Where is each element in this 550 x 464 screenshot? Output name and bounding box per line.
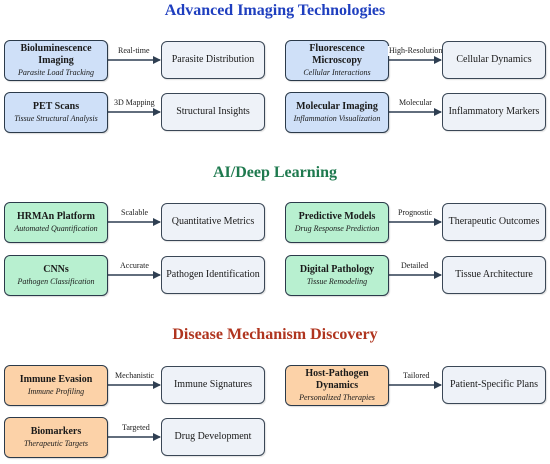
node-subtitle: Tissue Remodeling: [306, 277, 368, 286]
node-molecular-imaging: Molecular Imaging Inflammation Visualiza…: [285, 92, 389, 133]
node-label: Inflammatory Markers: [448, 106, 540, 117]
node-bioluminescence-imaging: Bioluminescence Imaging Parasite Load Tr…: [4, 40, 108, 81]
edge-label-hrman: Scalable: [120, 208, 150, 218]
node-subtitle: Therapeutic Targets: [23, 439, 89, 448]
node-title: Predictive Models: [298, 211, 376, 222]
node-label: Parasite Distribution: [171, 54, 255, 65]
edge-label-cnns: Accurate: [119, 261, 150, 271]
node-title: PET Scans: [32, 101, 80, 112]
node-title: Immune Evasion: [19, 374, 93, 385]
section-title-ai: AI/Deep Learning: [213, 164, 337, 181]
node-therapeutic-outcomes: Therapeutic Outcomes: [442, 203, 546, 241]
node-subtitle: Parasite Load Tracking: [17, 68, 94, 77]
node-inflammatory-markers: Inflammatory Markers: [442, 93, 546, 131]
edge-label-biomarkers: Targeted: [121, 423, 151, 433]
edge-label-immune: Mechanistic: [114, 371, 156, 381]
node-label: Drug Development: [174, 431, 252, 442]
node-subtitle: Automated Quantification: [14, 224, 98, 233]
node-quantitative-metrics: Quantitative Metrics: [161, 203, 265, 241]
node-subtitle: Pathogen Classification: [17, 277, 95, 286]
node-subtitle: Personalized Therapies: [299, 393, 375, 402]
node-label: Cellular Dynamics: [456, 54, 532, 65]
node-title: CNNs: [43, 264, 69, 275]
edge-label-pet: 3D Mapping: [113, 98, 156, 108]
node-digital-pathology: Digital Pathology Tissue Remodeling: [285, 255, 389, 296]
node-label: Immune Signatures: [173, 379, 253, 390]
node-subtitle: Tissue Structural Analysis: [14, 114, 98, 123]
node-label: Patient-Specific Plans: [449, 379, 539, 390]
edge-label-predictive: Prognostic: [397, 208, 434, 218]
node-subtitle: Inflammation Visualization: [293, 114, 381, 123]
node-biomarkers: Biomarkers Therapeutic Targets: [4, 417, 108, 458]
edge-label-molecular: Molecular: [398, 98, 433, 108]
node-label: Pathogen Identification: [166, 269, 260, 280]
node-title: Digital Pathology: [299, 264, 375, 275]
node-label: Therapeutic Outcomes: [448, 216, 540, 227]
node-cellular-dynamics: Cellular Dynamics: [442, 41, 546, 79]
node-hrman-platform: HRMAn Platform Automated Quantification: [4, 202, 108, 243]
node-drug-development: Drug Development: [161, 418, 265, 456]
node-immune-evasion: Immune Evasion Immune Profiling: [4, 365, 108, 406]
node-subtitle: Cellular Interactions: [303, 68, 371, 77]
node-patient-specific-plans: Patient-Specific Plans: [442, 366, 546, 404]
node-subtitle: Drug Response Prediction: [294, 224, 380, 233]
node-pathogen-identification: Pathogen Identification: [161, 256, 265, 294]
node-subtitle: Immune Profiling: [27, 387, 85, 396]
section-title-imaging: Advanced Imaging Technologies: [164, 2, 386, 19]
node-cnns: CNNs Pathogen Classification: [4, 255, 108, 296]
node-title: HRMAn Platform: [16, 211, 96, 222]
edge-label-hostpathogen: Tailored: [402, 371, 431, 381]
node-structural-insights: Structural Insights: [161, 93, 265, 131]
node-title: Biomarkers: [30, 426, 82, 437]
node-title: Fluorescence Microscopy: [309, 43, 365, 66]
edge-label-pathology: Detailed: [400, 261, 430, 271]
node-host-pathogen-dynamics: Host-Pathogen Dynamics Personalized Ther…: [285, 365, 389, 406]
node-title: Molecular Imaging: [296, 101, 378, 112]
node-pet-scans: PET Scans Tissue Structural Analysis: [4, 92, 108, 133]
node-title: Bioluminescence Imaging: [20, 43, 92, 66]
node-label: Structural Insights: [176, 106, 250, 117]
node-fluorescence-microscopy: Fluorescence Microscopy Cellular Interac…: [285, 40, 389, 81]
section-title-disease: Disease Mechanism Discovery: [172, 326, 378, 343]
node-label: Tissue Architecture: [455, 269, 533, 280]
node-label: Quantitative Metrics: [171, 216, 255, 227]
node-predictive-models: Predictive Models Drug Response Predicti…: [285, 202, 389, 243]
edge-label-fluorescence: High-Resolution: [388, 46, 444, 56]
node-immune-signatures: Immune Signatures: [161, 366, 265, 404]
node-tissue-architecture: Tissue Architecture: [442, 256, 546, 294]
edge-label-bioluminescence: Real-time: [117, 46, 151, 56]
node-parasite-distribution: Parasite Distribution: [161, 41, 265, 79]
node-title: Host-Pathogen Dynamics: [305, 368, 369, 391]
